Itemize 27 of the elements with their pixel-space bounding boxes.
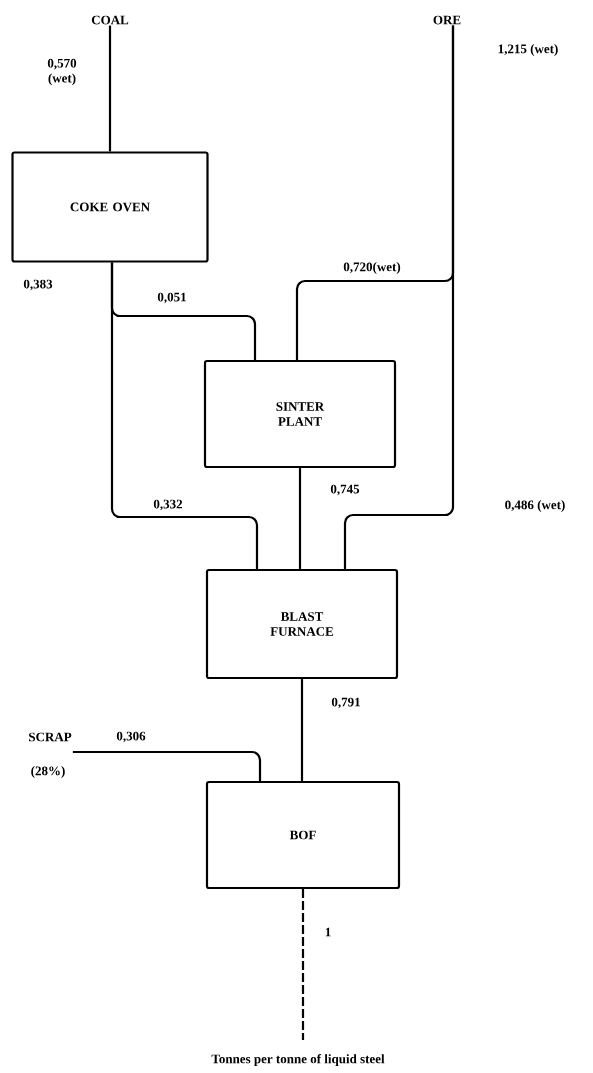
flow-line [72, 750, 262, 781]
flow-label: 0,383 [22, 278, 54, 292]
input-label: ORE [433, 15, 461, 25]
flow-line [110, 262, 259, 569]
edge-label: 1 [323, 926, 333, 938]
edge-label: 0,051 [156, 291, 188, 305]
flow-line [300, 679, 304, 781]
edge-label: 0,745 [329, 483, 361, 497]
edge-label: 0,306 [115, 730, 147, 744]
input-label: SCRAP [29, 732, 72, 742]
process-box: BLAST FURNACE [205, 568, 399, 680]
flow-line [298, 468, 302, 569]
edge-label: 0,720(wet) [342, 261, 402, 275]
input-label: COAL [91, 15, 129, 25]
note-text: (28%) [31, 766, 65, 778]
process-box: SINTER PLANT [203, 359, 397, 469]
edge-label: 0,570 (wet) [41, 57, 83, 87]
edge-label: 0,486 (wet) [503, 499, 567, 513]
flow-line [343, 25, 455, 569]
flow-line [108, 25, 112, 152]
edge-label: 0,332 [152, 498, 184, 512]
edge-label: 0,791 [330, 696, 362, 710]
process-box: COKE OVEN [11, 151, 209, 263]
flow-line [301, 889, 305, 1040]
process-box: BOF [205, 780, 401, 890]
flow-label: 1,215 (wet) [496, 43, 560, 57]
caption: Tonnes per tonne of liquid steel [211, 1054, 385, 1066]
